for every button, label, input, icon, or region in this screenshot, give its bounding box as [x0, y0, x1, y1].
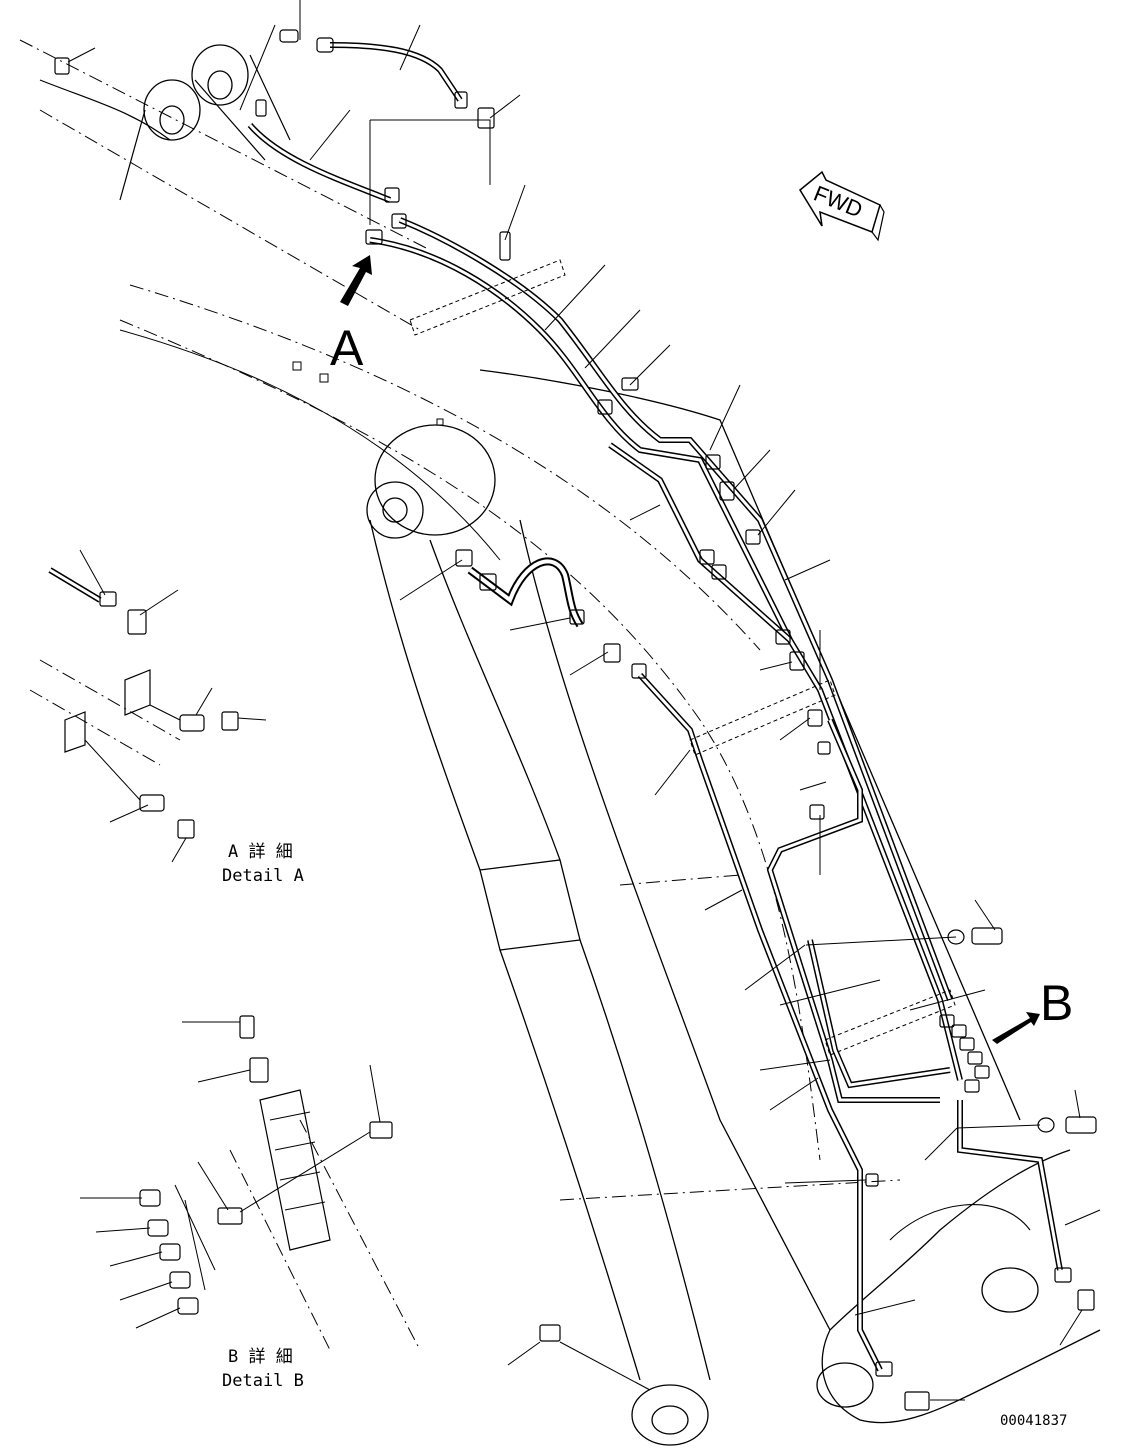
view-a-arrow — [340, 255, 372, 306]
arm-cylinder — [366, 424, 711, 1446]
detail-a-title-en: Detail A — [222, 866, 304, 886]
view-b-arrow — [992, 1012, 1040, 1044]
detail-a-title-jp: A 詳 細 — [228, 842, 293, 862]
fittings — [54, 29, 1097, 1411]
fwd-direction-arrow: FWD — [799, 170, 885, 242]
boom-side-plate — [479, 369, 1101, 1424]
view-a-label: A — [330, 320, 364, 376]
detail-b-title-en: Detail B — [222, 1371, 304, 1391]
hydraulic-lines — [247, 42, 1063, 1372]
fwd-label: FWD — [810, 181, 866, 223]
detail-a-assembly — [48, 567, 239, 839]
boom-outline — [19, 39, 901, 1351]
leader-lines — [67, 0, 1101, 1401]
pipe-clamps — [409, 259, 956, 1056]
drawing-number: 00041837 — [1000, 1413, 1067, 1429]
detail-b-title-jp: B 詳 細 — [228, 1347, 293, 1367]
detail-b-assembly — [139, 1015, 393, 1315]
boom-foot-pins — [39, 44, 291, 201]
view-b-label: B — [1040, 975, 1073, 1031]
